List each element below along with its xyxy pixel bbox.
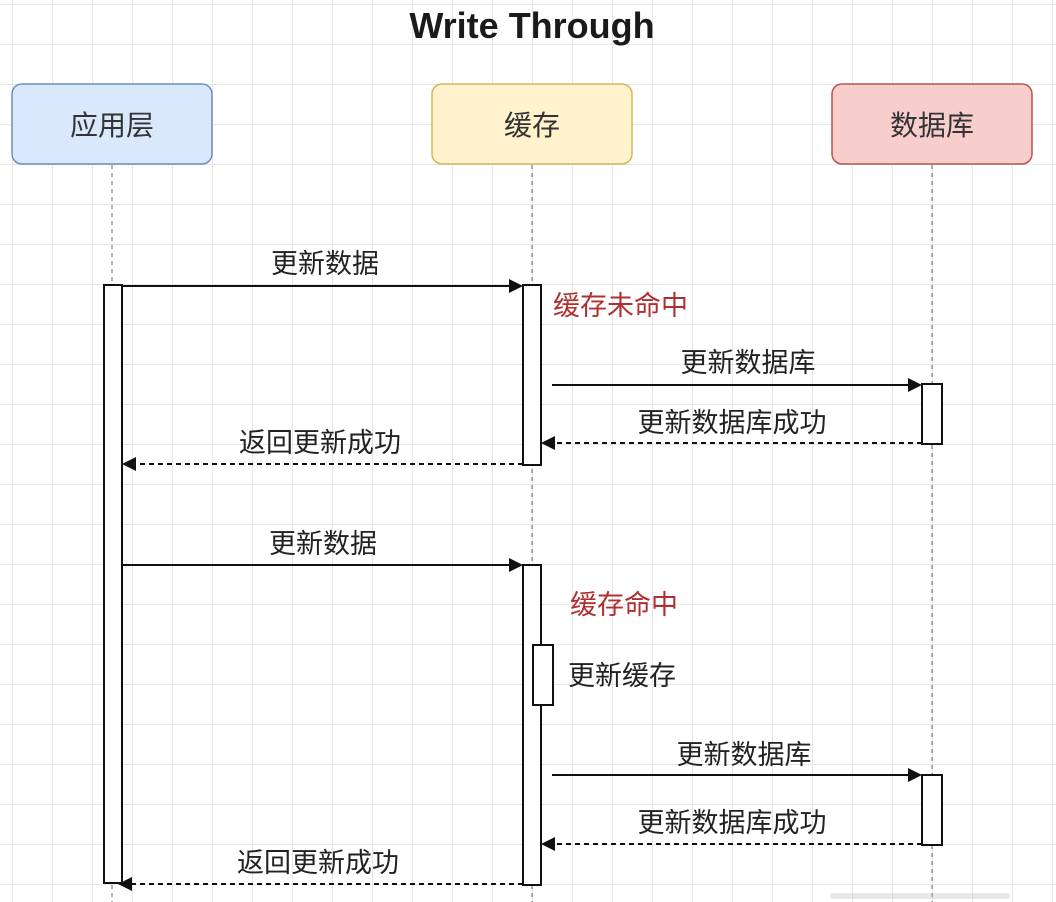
participant-cache-box — [431, 83, 633, 165]
arrow-head — [908, 768, 922, 782]
activation-cache-self — [532, 644, 554, 706]
message-update-data-1: 更新数据 — [122, 249, 523, 293]
watermark-logo — [830, 893, 1010, 899]
message-label: 更新数据库 — [681, 348, 816, 379]
participant-cache: 缓存 — [431, 83, 633, 165]
arrow-head — [509, 558, 523, 572]
participant-cache-label: 缓存 — [504, 109, 560, 142]
arrow-head — [541, 436, 555, 450]
message-label: 更新数据库成功 — [638, 408, 827, 439]
message-label: 更新数据 — [271, 249, 379, 280]
message-label: 更新数据 — [269, 529, 377, 560]
note-cache-hit: 缓存命中 — [570, 590, 678, 621]
participant-db-label: 数据库 — [890, 109, 974, 142]
message-update-data-2: 更新数据 — [122, 529, 523, 572]
activation-cache-1 — [522, 284, 542, 466]
message-update-db-1: 更新数据库 — [552, 348, 922, 392]
message-label: 更新数据库 — [677, 740, 812, 771]
message-update-db-success-2: 更新数据库成功 — [541, 808, 922, 851]
note-cache-miss: 缓存未命中 — [553, 291, 688, 322]
participant-app-label: 应用层 — [70, 109, 154, 142]
activation-app — [103, 284, 123, 884]
participant-db: 数据库 — [831, 83, 1033, 165]
message-return-success-2: 返回更新成功 — [118, 848, 523, 891]
participant-app-box — [11, 83, 213, 165]
message-update-db-success-1: 更新数据库成功 — [541, 408, 922, 450]
arrow-head — [509, 279, 523, 293]
activation-cache-2 — [522, 564, 542, 886]
participant-app: 应用层 — [11, 83, 213, 165]
activation-db-2 — [921, 774, 943, 846]
message-label: 更新数据库成功 — [638, 808, 827, 839]
arrow-head — [541, 837, 555, 851]
arrow-head — [122, 457, 136, 471]
diagram-title: Write Through — [409, 5, 654, 46]
message-label: 返回更新成功 — [237, 848, 399, 879]
arrow-head — [908, 378, 922, 392]
activation-db-1 — [921, 383, 943, 445]
message-return-success-1: 返回更新成功 — [122, 428, 523, 471]
message-update-db-2: 更新数据库 — [552, 740, 922, 782]
arrow-head — [118, 877, 132, 891]
label-update-cache: 更新缓存 — [568, 661, 676, 692]
participant-db-box — [831, 83, 1033, 165]
message-label: 返回更新成功 — [239, 428, 401, 459]
